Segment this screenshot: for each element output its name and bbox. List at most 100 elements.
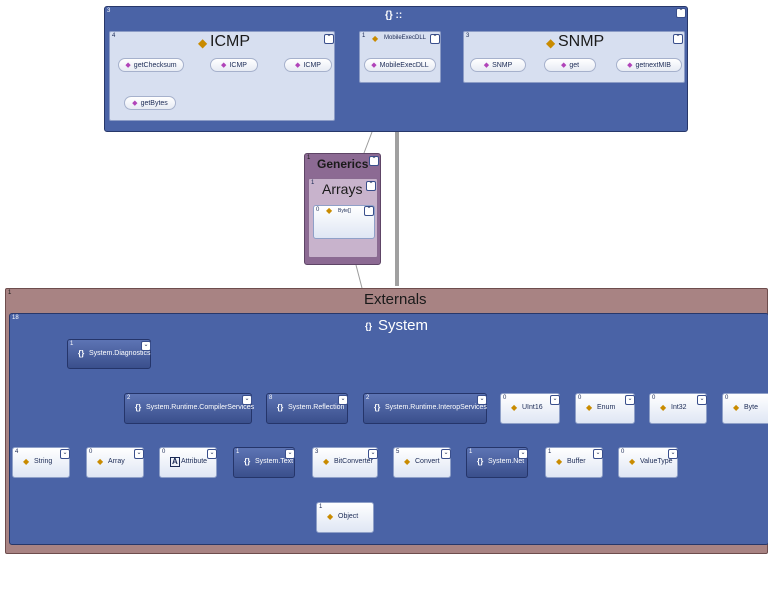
node-int32[interactable]: 0 ◆ Int32 ⌄ <box>649 393 707 424</box>
namespace-icon: {} <box>365 321 373 331</box>
namespace-icon: {} <box>277 403 284 412</box>
node-array[interactable]: 0 ◆ Array ⌄ <box>86 447 144 478</box>
collapse-icon[interactable]: ⌃ <box>324 34 334 44</box>
global-namespace-group[interactable]: 3 {} :: ⌃ 4 ◆ ICMP ⌃ ◆getChecksum ◆ICMP … <box>104 6 688 132</box>
method-icon: ◆ <box>132 100 138 107</box>
class-title: ICMP <box>210 33 250 50</box>
method-mobileexecdll[interactable]: ◆MobileExecDLL <box>364 58 436 72</box>
node-label: String <box>34 458 53 465</box>
arrays-group[interactable]: 1 Arrays ⌃ 0 ◆ Byte[] ⌃ <box>308 178 378 258</box>
node-count: 0 <box>578 395 582 401</box>
group-count: 1 <box>311 180 315 186</box>
node-buffer[interactable]: 1 ◆ Buffer ⌄ <box>545 447 603 478</box>
expand-icon[interactable]: ⌄ <box>368 449 378 459</box>
expand-icon[interactable]: ⌄ <box>697 395 707 405</box>
expand-icon[interactable]: ⌄ <box>285 449 295 459</box>
collapse-icon[interactable]: ⌃ <box>430 34 440 44</box>
node-system-text[interactable]: 1 {} System.Text ⌄ <box>233 447 295 478</box>
expand-icon[interactable]: ⌄ <box>141 341 151 351</box>
node-count: 0 <box>316 207 320 213</box>
node-convert[interactable]: 5 ◆ Convert ⌄ <box>393 447 451 478</box>
generics-group[interactable]: 1 Generics ⌃ 1 Arrays ⌃ 0 ◆ Byte[] ⌃ <box>304 153 381 265</box>
expand-icon[interactable]: ⌄ <box>338 395 348 405</box>
node-system-net[interactable]: 1 {} System.Net ⌄ <box>466 447 528 478</box>
node-bitconverter[interactable]: 3 ◆ BitConverter ⌄ <box>312 447 378 478</box>
node-count: 1 <box>236 449 240 455</box>
node-string[interactable]: 4 ◆ String ⌄ <box>12 447 70 478</box>
node-count: 1 <box>469 449 473 455</box>
node-count: 0 <box>503 395 507 401</box>
class-snmp[interactable]: 3 ◆ SNMP ⌃ ◆SNMP ◆get ◆getnextMIB <box>463 31 685 83</box>
expand-icon[interactable]: ⌄ <box>441 449 451 459</box>
node-label: Attribute <box>181 458 208 465</box>
expand-icon[interactable]: ⌄ <box>60 449 70 459</box>
collapse-icon[interactable]: ⌃ <box>366 181 376 191</box>
node-attribute[interactable]: 0 A Attribute ⌄ <box>159 447 217 478</box>
collapse-icon[interactable]: ⌃ <box>369 156 379 166</box>
class-icon: ◆ <box>97 457 104 466</box>
node-system-runtime-compilerservices[interactable]: 2 {} System.Runtime.CompilerServices ⌄ <box>124 393 255 424</box>
node-label: ValueType <box>640 458 673 465</box>
class-icon: ◆ <box>586 403 593 412</box>
expand-icon[interactable]: ⌄ <box>550 395 560 405</box>
expand-icon[interactable]: ⌄ <box>477 395 487 405</box>
node-count: 0 <box>89 449 93 455</box>
attribute-icon: A <box>170 457 180 467</box>
method-getnextmib[interactable]: ◆getnextMIB <box>616 58 682 72</box>
array-type-byte[interactable]: 0 ◆ Byte[] ⌃ <box>313 205 375 239</box>
class-icon: ◆ <box>326 206 333 215</box>
expand-icon[interactable]: ⌄ <box>242 395 252 405</box>
node-count: 3 <box>315 449 319 455</box>
node-system-reflection[interactable]: 8 {} System.Reflection ⌄ <box>266 393 348 424</box>
method-get[interactable]: ◆get <box>544 58 596 72</box>
node-count: 2 <box>366 395 370 401</box>
struct-icon: ◆ <box>733 403 740 412</box>
node-system-runtime-interopservices[interactable]: 2 {} System.Runtime.InteropServices ⌄ <box>363 393 487 424</box>
node-enum[interactable]: 0 ◆ Enum ⌄ <box>575 393 635 424</box>
class-icon: ◆ <box>198 36 208 50</box>
node-label: System.Runtime.CompilerServices <box>146 404 255 411</box>
class-icmp[interactable]: 4 ◆ ICMP ⌃ ◆getChecksum ◆ICMP ◆ICMP ◆get… <box>109 31 335 121</box>
node-label: Enum <box>597 404 616 411</box>
class-count: 1 <box>362 33 366 39</box>
method-icmp-1[interactable]: ◆ICMP <box>210 58 258 72</box>
group-title: Externals <box>364 291 427 308</box>
namespace-icon: {} <box>78 349 85 358</box>
method-getchecksum[interactable]: ◆getChecksum <box>118 58 184 72</box>
node-label: System.Net <box>488 458 525 465</box>
expand-icon[interactable]: ⌄ <box>668 449 678 459</box>
expand-icon[interactable]: ⌄ <box>593 449 603 459</box>
namespace-icon: {} <box>244 457 251 466</box>
node-label: Array <box>108 458 125 465</box>
collapse-icon[interactable]: ⌃ <box>676 8 686 18</box>
node-valuetype[interactable]: 0 ◆ ValueType ⌄ <box>618 447 678 478</box>
expand-icon[interactable]: ⌄ <box>134 449 144 459</box>
node-system-diagnostics[interactable]: 1 {} System.Diagnostics ⌄ <box>67 339 151 369</box>
node-count: 0 <box>162 449 166 455</box>
group-title: Generics <box>317 157 369 171</box>
collapse-icon[interactable]: ⌃ <box>673 34 683 44</box>
class-icon: ◆ <box>327 512 334 521</box>
expand-icon[interactable]: ⌄ <box>207 449 217 459</box>
node-label: System.Reflection <box>288 404 345 411</box>
method-icon: ◆ <box>295 62 301 69</box>
node-count: 1 <box>70 341 74 347</box>
group-count: 1 <box>8 290 12 296</box>
method-icon: ◆ <box>560 62 567 69</box>
namespace-icon: {} <box>374 403 381 412</box>
expand-icon[interactable]: ⌄ <box>518 449 528 459</box>
expand-icon[interactable]: ⌄ <box>625 395 635 405</box>
node-label: System.Diagnostics <box>89 350 151 357</box>
method-snmp[interactable]: ◆SNMP <box>470 58 526 72</box>
class-icon: ◆ <box>323 457 330 466</box>
method-icmp-2[interactable]: ◆ICMP <box>284 58 332 72</box>
method-getbytes[interactable]: ◆getBytes <box>124 96 176 110</box>
node-byte[interactable]: 0 ◆ Byte <box>722 393 768 424</box>
node-object[interactable]: 1 ◆ Object <box>316 502 374 533</box>
class-mobileexecdll[interactable]: 1 ◆ MobileExecDLL ⌃ ◆MobileExecDLL <box>359 31 441 83</box>
collapse-icon[interactable]: ⌃ <box>364 206 374 216</box>
node-uint16[interactable]: 0 ◆ UInt16 ⌄ <box>500 393 560 424</box>
node-label: BitConverter <box>334 458 373 465</box>
group-count: 3 <box>107 8 111 14</box>
node-count: 2 <box>127 395 131 401</box>
